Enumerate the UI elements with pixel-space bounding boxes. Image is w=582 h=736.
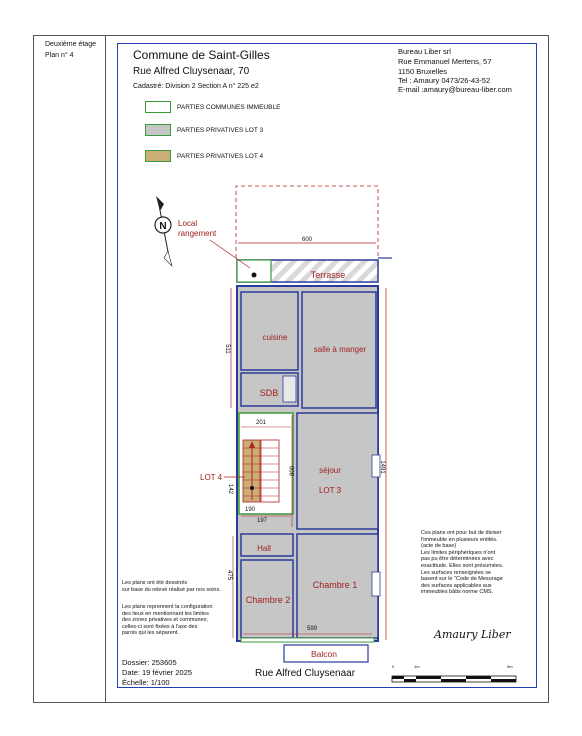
dim-800: 800 [290, 465, 296, 476]
garden-outline [235, 185, 379, 258]
salle-a-manger-room [301, 291, 377, 409]
agency-city: 1150 Bruxelles [398, 67, 448, 76]
note-right: Ces plans ont pour but de diviser l'imme… [421, 530, 504, 596]
terrasse-label: Terrasse [311, 270, 346, 280]
lot4-label: LOT 4 [200, 473, 223, 482]
dim-190: 190 [245, 507, 256, 513]
agency-name: Bureau Liber srl [398, 47, 451, 56]
sdb-label: SDB [260, 388, 279, 398]
salle-label: salle à manger [314, 345, 367, 354]
scale-bar: 0 1m 5m [391, 664, 517, 683]
hall-label: Hall [257, 544, 271, 553]
shower-tray [282, 375, 297, 403]
cuisine-room [240, 291, 299, 371]
chambre1-label: Chambre 1 [313, 580, 358, 590]
note-left-2: Les plans reprennent la configuration de… [122, 604, 213, 637]
dim-511: 511 [224, 344, 230, 354]
drain-point [251, 272, 257, 278]
stair-arrowhead [249, 441, 255, 448]
local-leader-line [209, 239, 251, 269]
cadastre-text: Cadastré: Division 2 Section A n° 225 e2 [133, 83, 259, 90]
legend-swatch-lot3 [145, 124, 171, 136]
scale-tick-1m: 1m [414, 664, 420, 669]
plan-number: Plan n° 4 [45, 52, 74, 59]
legend-label-lot4: PARTIES PRIVATIVES LOT 4 [177, 153, 264, 160]
chambre2-room [240, 559, 294, 639]
dim-197: 197 [257, 518, 268, 524]
dim-201: 201 [256, 420, 267, 426]
balcon-area [283, 644, 369, 663]
agency-email: E-mail :amaury@bureau-liber.com [398, 85, 512, 94]
window-sejour [371, 454, 381, 478]
stair-common [260, 439, 280, 503]
facade-strip [240, 637, 375, 643]
dim-600: 600 [302, 237, 313, 243]
north-arrow [154, 196, 173, 268]
scale-tick-0: 0 [392, 664, 395, 669]
floor-label: Deuxième étage [45, 41, 96, 48]
local-label-line2: rangement [178, 229, 217, 238]
legend-swatch-common [145, 101, 171, 113]
plan-scale: Échelle: 1/100 [122, 678, 170, 687]
sheet-border [33, 35, 549, 703]
dim-475: 475 [226, 570, 232, 581]
stair-start-dot [250, 486, 254, 490]
agency-tel: Tel : Amaury 0473/26-43-52 [398, 76, 491, 85]
chambre1-room [296, 533, 379, 639]
note-left-1: Les plans ont été dessinés sur base du r… [122, 580, 221, 593]
sejour-label: séjour [319, 466, 341, 475]
chambre2-label: Chambre 2 [246, 595, 291, 605]
signature: Amaury Liber [434, 628, 511, 641]
dim-599: 599 [307, 626, 318, 632]
local-rangement-area [236, 259, 272, 283]
lot3-label: LOT 3 [319, 486, 342, 495]
dossier-number: Dossier: 253605 [122, 658, 177, 667]
stair-steps [243, 447, 279, 497]
plan-date: Date: 19 février 2025 [122, 668, 193, 677]
legend-swatch-lot4 [145, 150, 171, 162]
dim-1491: 1491 [379, 460, 385, 474]
scale-tick-5m: 5m [507, 664, 513, 669]
title-frame [117, 43, 537, 688]
balcon-label: Balcon [311, 649, 337, 659]
hall-room [240, 533, 294, 557]
address-subtitle: Rue Alfred Cluysenaar, 70 [133, 66, 250, 77]
north-letter: N [159, 221, 166, 232]
window-chambre1 [371, 571, 381, 597]
agency-street: Rue Emmanuel Mertens, 57 [398, 57, 492, 66]
cuisine-label: cuisine [263, 333, 288, 342]
local-label-line1: Local [178, 219, 197, 228]
sejour-room [296, 412, 379, 530]
commune-title: Commune de Saint-Gilles [133, 48, 270, 62]
dim-142: 142 [227, 484, 233, 495]
legend-label-lot3: PARTIES PRIVATIVES LOT 3 [177, 127, 264, 134]
legend-label-common: PARTIES COMMUNES IMMEUBLE [177, 104, 281, 111]
street-label: Rue Alfred Cluysenaar [255, 668, 356, 679]
sheet-sidebar [33, 35, 106, 703]
